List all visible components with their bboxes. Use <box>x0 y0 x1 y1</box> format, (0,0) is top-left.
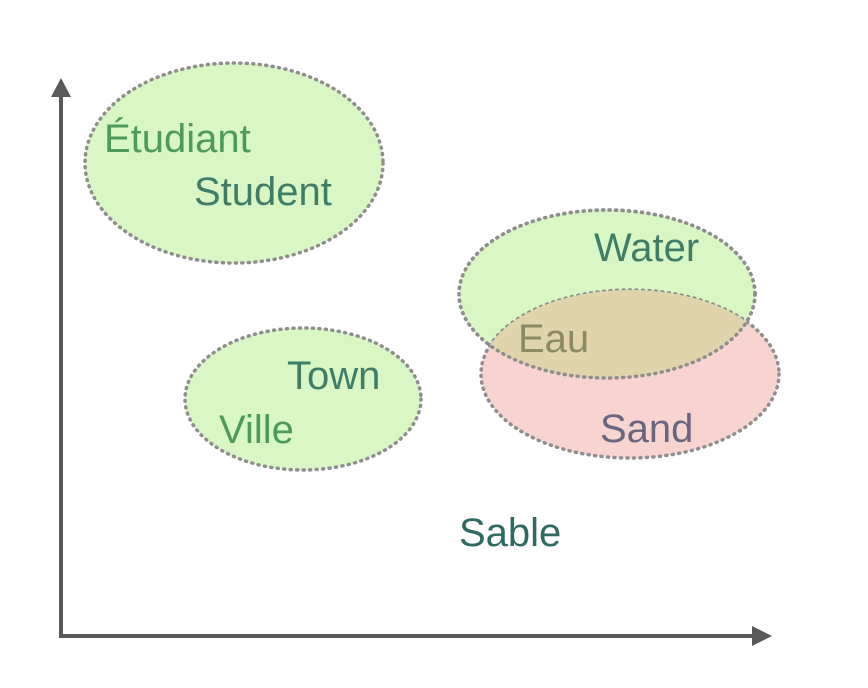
label-sable: Sable <box>459 511 561 555</box>
label-etudiant: Étudiant <box>104 116 251 161</box>
cluster-student <box>83 61 385 265</box>
y-axis-arrowhead <box>51 78 71 97</box>
label-water: Water <box>594 226 699 270</box>
label-eau: Eau <box>518 317 589 361</box>
cluster-town <box>183 326 423 472</box>
axes <box>51 78 772 646</box>
label-student: Student <box>194 170 332 214</box>
label-town: Town <box>287 354 380 398</box>
x-axis-arrowhead <box>752 626 772 646</box>
cluster-water-outline <box>457 208 757 380</box>
label-ville: Ville <box>219 408 294 452</box>
cluster-overlap <box>481 290 755 378</box>
label-sand: Sand <box>600 407 693 451</box>
